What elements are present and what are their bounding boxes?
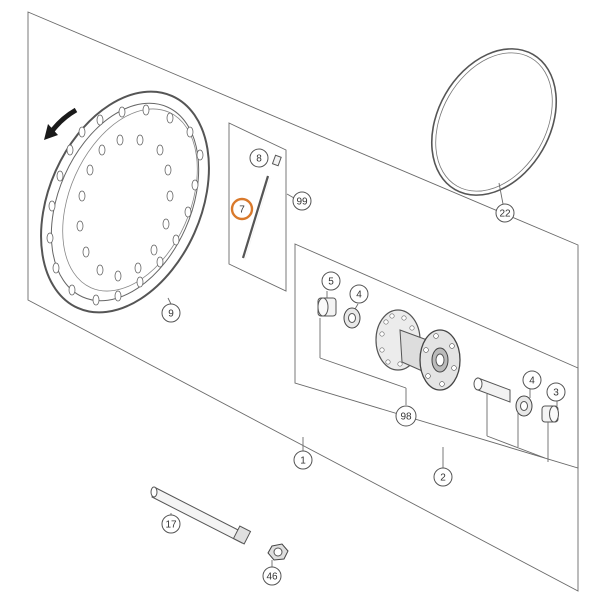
spoke-group-frame: [228, 122, 287, 292]
callout-4-left: 4: [349, 284, 369, 304]
svg-text:5: 5: [328, 277, 334, 288]
svg-text:22: 22: [499, 209, 511, 220]
leader-lines: [167, 182, 558, 567]
svg-text:9: 9: [168, 309, 174, 320]
axle-nut-part: [267, 543, 289, 561]
callout-3: 3: [546, 382, 566, 402]
callout-98: 98: [395, 405, 417, 427]
svg-text:46: 46: [266, 572, 278, 583]
rim-band-part: [430, 48, 558, 196]
svg-text:8: 8: [256, 154, 262, 165]
spacer-left-part: [317, 297, 337, 317]
bearing-left-part: [343, 307, 361, 329]
callout-9: 9: [161, 303, 181, 323]
spacer-tube-part: [473, 377, 511, 403]
direction-arrow-icon: [44, 107, 78, 140]
rim-part: [40, 90, 210, 314]
hub-part: [375, 309, 461, 391]
svg-text:17: 17: [165, 520, 177, 531]
spoke-nipple-part: [271, 154, 282, 167]
spacer-right-part: [541, 405, 559, 423]
callout-99: 99: [292, 191, 312, 211]
callout-1: 1: [293, 450, 313, 470]
svg-text:4: 4: [529, 376, 535, 387]
svg-text:7: 7: [239, 205, 245, 216]
svg-text:2: 2: [440, 473, 446, 484]
callout-22: 22: [495, 203, 515, 223]
wheel-axle-part: [150, 486, 252, 545]
spoke-part: [241, 175, 271, 261]
svg-text:98: 98: [400, 412, 412, 423]
svg-text:99: 99: [296, 197, 308, 208]
svg-text:3: 3: [553, 388, 559, 399]
callout-4-right: 4: [522, 370, 542, 390]
wheel-assembly-frame: [27, 11, 579, 592]
bearing-right-part: [515, 395, 533, 417]
callout-46: 46: [262, 566, 282, 586]
callout-2: 2: [433, 467, 453, 487]
hub-group-frame: [294, 243, 579, 469]
callout-17: 17: [161, 514, 181, 534]
callout-7[interactable]: 7: [230, 197, 254, 221]
svg-text:1: 1: [300, 456, 306, 467]
callout-8: 8: [249, 148, 269, 168]
svg-text:4: 4: [356, 290, 362, 301]
callout-5: 5: [321, 271, 341, 291]
